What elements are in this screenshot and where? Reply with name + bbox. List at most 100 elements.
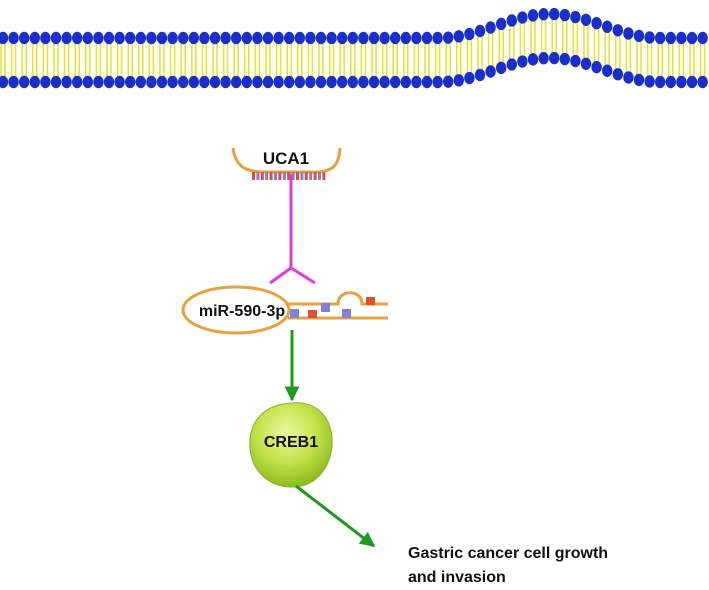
lipid-head: [538, 51, 549, 65]
lipid-head: [135, 75, 146, 89]
lipid-head: [633, 29, 645, 43]
lipid-head: [485, 65, 496, 78]
lipid-head: [262, 75, 274, 89]
lipid-head: [125, 75, 136, 89]
lipid-head: [252, 31, 263, 45]
uca1-base: [252, 172, 255, 180]
uca1-base: [300, 172, 304, 180]
uca1-base: [265, 172, 269, 180]
base-pair: [321, 303, 330, 312]
lipid-head: [517, 55, 528, 68]
base-pair: [366, 297, 375, 305]
lipid-head: [305, 31, 316, 45]
lipid-head: [0, 75, 9, 89]
lipid-head: [156, 31, 168, 45]
lipid-head: [400, 31, 411, 45]
lipid-head: [517, 11, 528, 24]
uca1-lncrna: UCA1: [231, 147, 342, 180]
lipid-head: [29, 75, 40, 89]
lipid-head: [19, 75, 30, 89]
uca1-base: [309, 172, 313, 180]
lipid-head: [315, 31, 327, 45]
lipid-head: [188, 75, 199, 89]
lipid-head: [644, 75, 655, 88]
cell-membrane: [0, 7, 708, 89]
lipid-head: [262, 31, 274, 45]
lipid-head: [294, 75, 305, 89]
lipid-head: [464, 27, 475, 41]
lipid-head: [453, 74, 464, 87]
lipid-head: [326, 75, 337, 89]
uca1-base: [318, 172, 321, 180]
lipid-head: [411, 75, 422, 89]
lipid-head: [676, 75, 687, 89]
lipid-head: [453, 30, 464, 43]
lipid-head: [697, 31, 708, 45]
lipid-head: [390, 75, 401, 89]
outcome-text: Gastric cancer cell growth and invasion: [408, 542, 708, 590]
lipid-head: [368, 31, 380, 45]
lipid-head: [602, 20, 613, 33]
lipid-head: [241, 75, 252, 89]
outcome-line-1: Gastric cancer cell growth: [408, 545, 609, 562]
lipid-head: [591, 60, 602, 74]
lipid-head: [114, 75, 125, 89]
uca1-base: [278, 172, 282, 180]
lipid-head: [19, 31, 30, 45]
uca1-base: [291, 172, 295, 180]
uca1-base: [313, 172, 317, 180]
lipid-head: [421, 31, 433, 45]
lipid-head: [61, 75, 72, 89]
lipid-head: [337, 75, 348, 89]
lipid-head: [93, 31, 104, 45]
lipid-head: [50, 31, 62, 45]
uca1-base: [256, 172, 260, 180]
lipid-head: [665, 31, 676, 45]
lipid-head: [400, 75, 411, 89]
lipid-head: [432, 75, 443, 89]
lipid-head: [580, 57, 592, 71]
lipid-head: [273, 31, 284, 45]
lipid-head: [61, 31, 72, 45]
lipid-head: [103, 75, 115, 89]
lipid-head: [315, 75, 327, 89]
lipid-head: [188, 31, 199, 45]
lipid-head: [612, 24, 623, 37]
lipid-head: [527, 53, 539, 66]
creb1-label: CREB1: [264, 434, 318, 451]
lipid-head: [644, 31, 655, 44]
lipid-head: [347, 31, 358, 45]
lipid-head: [623, 27, 634, 40]
lipid-head: [612, 68, 623, 81]
lipid-head: [358, 75, 369, 89]
lipid-head: [676, 31, 687, 45]
lipid-head: [633, 73, 645, 87]
mir-590-3p-hairpin: miR-590-3p: [181, 285, 388, 335]
lipid-head: [485, 21, 496, 34]
lipid-head: [209, 75, 221, 89]
lipid-head: [390, 31, 401, 45]
lipid-head: [40, 31, 51, 45]
lipid-head: [220, 75, 231, 89]
lipid-head: [231, 75, 242, 89]
lipid-head: [284, 75, 295, 89]
uca1-base: [260, 172, 264, 180]
lipid-head: [559, 52, 570, 66]
lipid-head: [103, 31, 115, 45]
uca1-base: [322, 172, 326, 180]
base-pair: [342, 309, 351, 318]
lipid-head: [623, 71, 634, 84]
lipid-head: [443, 31, 454, 44]
lipid-head: [50, 75, 62, 89]
lipid-head: [82, 75, 94, 89]
lipid-head: [570, 10, 581, 24]
uca1-base: [274, 172, 277, 180]
lipid-head: [178, 75, 189, 89]
lipid-head: [464, 71, 475, 85]
lipid-head: [135, 31, 146, 45]
base-pair: [308, 310, 317, 318]
lipid-head: [8, 31, 19, 45]
lipid-head: [199, 31, 210, 45]
lipid-head: [697, 75, 708, 89]
sponge-connector: [269, 174, 316, 285]
